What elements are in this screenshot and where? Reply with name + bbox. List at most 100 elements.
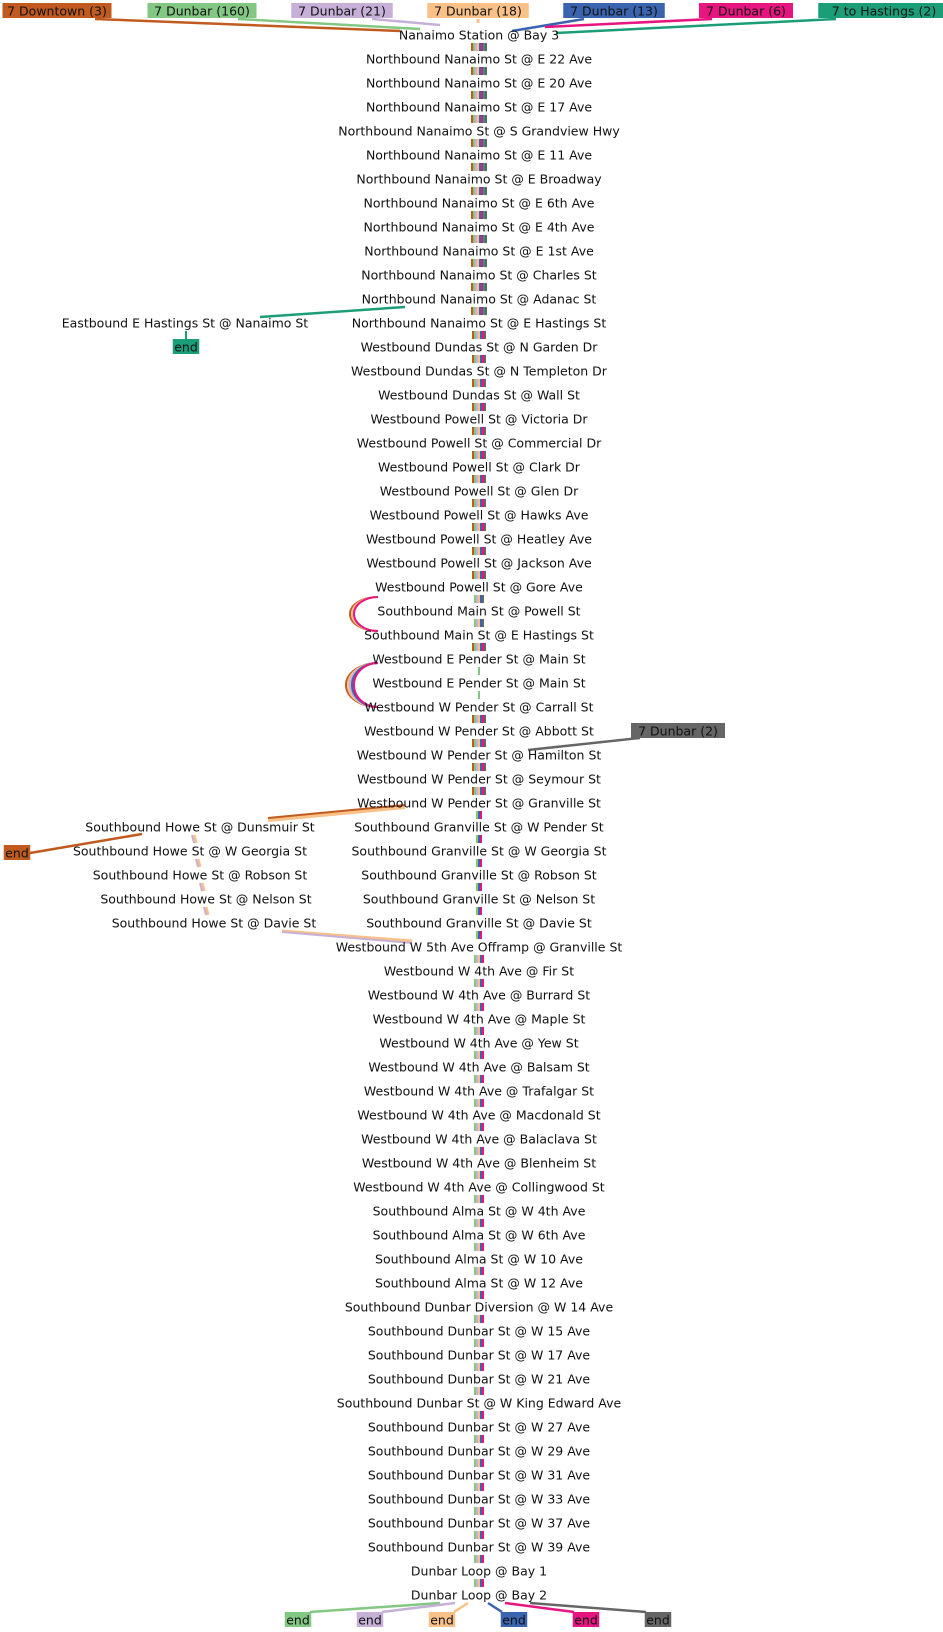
stop-label-35: Southbound Granville St @ Robson St: [361, 868, 597, 883]
stop-label-30: Westbound W Pender St @ Hamilton St: [357, 748, 602, 763]
branch-line-howe-out-peach: [281, 929, 413, 943]
route-tag-3-label: 7 Dunbar (18): [434, 4, 522, 19]
route-tag-2-label: 7 Dunbar (21): [298, 4, 386, 19]
origin-line-4: [511, 17, 585, 33]
stop-label-19: Westbound Powell St @ Glen Dr: [380, 484, 579, 499]
stop-label-26: Westbound E Pender St @ Main St: [372, 652, 585, 667]
stop-label-11: Northbound Nanaimo St @ Adanac St: [362, 292, 597, 307]
end-tag-7-dunbar-160--label: end: [286, 1613, 310, 1628]
stop-label-45: Westbound W 4th Ave @ Macdonald St: [357, 1108, 600, 1123]
stop-label-14: Westbound Dundas St @ N Templeton Dr: [351, 364, 608, 379]
stop-label-0: Nanaimo Station @ Bay 3: [399, 28, 559, 43]
end-tag-7-dunbar-6-: end: [572, 1612, 600, 1628]
route-tag-0-label: 7 Downtown (3): [7, 4, 107, 19]
end-line-2: [381, 1601, 456, 1614]
stop-label-49: Southbound Alma St @ W 4th Ave: [373, 1204, 586, 1219]
stop-label-38: Westbound W 5th Ave Offramp @ Granville …: [336, 940, 623, 955]
stop-label-29: Westbound W Pender St @ Abbott St: [364, 724, 594, 739]
stop-label-43: Westbound W 4th Ave @ Balsam St: [368, 1060, 589, 1075]
end-tag-hastings-box: [172, 339, 200, 354]
stop-label-23: Westbound Powell St @ Gore Ave: [375, 580, 583, 595]
branch-line-howe-purple-0: [191, 834, 195, 844]
end-tag-7-dunbar-2-: end: [644, 1612, 672, 1628]
end-line-5: [504, 1601, 575, 1614]
stop-label-57: Southbound Dunbar St @ W King Edward Ave: [337, 1396, 622, 1411]
stop-label-60: Southbound Dunbar St @ W 31 Ave: [368, 1468, 591, 1483]
stop-label-24: Southbound Main St @ Powell St: [377, 604, 580, 619]
route-tag-1-box: [147, 3, 257, 18]
origin-line-6: [555, 17, 837, 35]
branch-line-howe-in-peach: [267, 805, 406, 822]
route-tag-1: 7 Dunbar (160): [147, 3, 257, 19]
stop-label-2: Northbound Nanaimo St @ E 20 Ave: [366, 76, 592, 91]
branch-line-howe-in-downtown: [267, 804, 406, 819]
route-tag-dunbar-2-box: [631, 723, 725, 738]
branch-line-howe-3: [204, 906, 210, 916]
stop-label-10: Northbound Nanaimo St @ Charles St: [361, 268, 596, 283]
branch-line-howe-0: [192, 834, 198, 844]
stop-label-55: Southbound Dunbar St @ W 17 Ave: [368, 1348, 591, 1363]
stop-label-36: Southbound Granville St @ Nelson St: [363, 892, 595, 907]
end-tag-7-dunbar-2--label: end: [646, 1613, 670, 1628]
end-tag-downtown-box: [3, 845, 31, 860]
stop-label-9: Northbound Nanaimo St @ E 1st Ave: [364, 244, 594, 259]
end-tag-7-dunbar-160--box: [284, 1612, 312, 1627]
route-tag-6-box: [818, 3, 943, 18]
route-tag-6-label: 7 to Hastings (2): [832, 4, 936, 19]
detour-arc-main-2: [353, 596, 379, 632]
stop-label-54: Southbound Dunbar St @ W 15 Ave: [368, 1324, 591, 1339]
route-tag-6: 7 to Hastings (2): [818, 3, 943, 19]
route-tag-3-box: [427, 3, 529, 18]
detour-arc-pender-4: [353, 662, 379, 708]
stop-label-17: Westbound Powell St @ Commercial Dr: [357, 436, 602, 451]
stop-label-58: Southbound Dunbar St @ W 27 Ave: [368, 1420, 591, 1435]
stop-label-34: Southbound Granville St @ W Georgia St: [352, 844, 607, 859]
stop-label-37: Southbound Granville St @ Davie St: [366, 916, 592, 931]
stop-label-16: Westbound Powell St @ Victoria Dr: [370, 412, 588, 427]
route-tag-4-label: 7 Dunbar (13): [570, 4, 658, 19]
branch-line-dunbar-2: [527, 736, 641, 752]
stop-label-61: Southbound Dunbar St @ W 33 Ave: [368, 1492, 591, 1507]
stop-label-28: Westbound W Pender St @ Carrall St: [365, 700, 594, 715]
route-tag-dunbar-2-label: 7 Dunbar (2): [638, 724, 718, 739]
stop-label-4: Northbound Nanaimo St @ S Grandview Hwy: [338, 124, 620, 139]
origin-line-5: [544, 17, 713, 29]
stop-label-52: Southbound Alma St @ W 12 Ave: [375, 1276, 583, 1291]
stop-label-6: Northbound Nanaimo St @ E Broadway: [356, 172, 602, 187]
stop-label-7: Northbound Nanaimo St @ E 6th Ave: [364, 196, 595, 211]
stop-label-22: Westbound Powell St @ Jackson Ave: [366, 556, 592, 571]
branch-line-howe-purple-2: [199, 882, 203, 892]
route-tag-0-box: [2, 3, 112, 18]
branch-line-howe-purple-1: [195, 858, 199, 868]
route-tag-4-box: [563, 3, 665, 18]
stop-label-32: Westbound W Pender St @ Granville St: [357, 796, 601, 811]
stop-label-64: Dunbar Loop @ Bay 1: [411, 1564, 547, 1579]
branch-line-howe-1: [196, 858, 202, 868]
end-tag-7-dunbar-21--label: end: [358, 1613, 382, 1628]
end-line-3: [453, 1601, 469, 1614]
route-tag-5-label: 7 Dunbar (6): [706, 4, 786, 19]
stop-label-27: Westbound E Pender St @ Main St: [372, 676, 585, 691]
stop-label-8: Northbound Nanaimo St @ E 4th Ave: [364, 220, 595, 235]
end-tag-7-dunbar-160-: end: [284, 1612, 312, 1628]
stop-label-13: Westbound Dundas St @ N Garden Dr: [361, 340, 599, 355]
stop-label-48: Westbound W 4th Ave @ Collingwood St: [353, 1180, 605, 1195]
branch-line-howe-out-purple: [281, 931, 413, 944]
route-tag-2-box: [291, 3, 393, 18]
branch-line-downtown-end: [29, 832, 143, 855]
stop-label-hastings-branch: Eastbound E Hastings St @ Nanaimo St: [62, 316, 309, 331]
origin-line-0: [94, 17, 401, 33]
end-tag-7-dunbar-18--label: end: [430, 1613, 454, 1628]
stop-label-65: Dunbar Loop @ Bay 2: [411, 1588, 547, 1603]
end-tag-7-dunbar-13-: end: [500, 1612, 528, 1628]
stop-label-50: Southbound Alma St @ W 6th Ave: [373, 1228, 586, 1243]
stop-label-46: Westbound W 4th Ave @ Balaclava St: [361, 1132, 597, 1147]
end-tag-7-dunbar-18--box: [428, 1612, 456, 1627]
route-tag-dunbar-2: 7 Dunbar (2): [631, 723, 725, 739]
end-tag-7-dunbar-2--box: [644, 1612, 672, 1627]
stop-labels: Nanaimo Station @ Bay 3 Northbound Nanaim…: [62, 28, 623, 1603]
route-tag-0: 7 Downtown (3): [2, 3, 112, 19]
branch-line-howe-purple-3: [203, 906, 207, 916]
end-tag-7-dunbar-6--box: [572, 1612, 600, 1627]
